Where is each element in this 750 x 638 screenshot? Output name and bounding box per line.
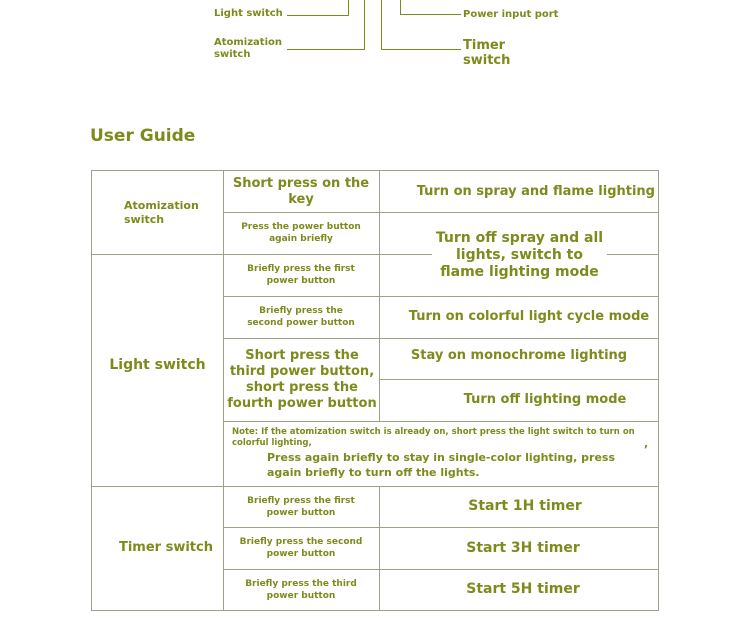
table-divider <box>223 254 379 255</box>
timer-result-1: Start 1H timer <box>468 498 582 514</box>
light-action-1: Briefly press the first power button <box>247 264 355 286</box>
light-switch-label: Light switch <box>109 356 206 373</box>
user-guide-table: Atomization switch Short press on the ke… <box>91 170 659 611</box>
atomization-switch-callout: Atomization switch <box>214 37 283 60</box>
note-line-1: Note: If the atomization switch is alrea… <box>232 427 635 448</box>
timer-result-3: Start 5H timer <box>466 581 580 597</box>
atom-action-2: Press the power button again briefly <box>241 222 361 244</box>
note-comma: , <box>644 437 649 450</box>
page-title: User Guide <box>90 126 196 146</box>
atom-action-1: Short press on the key <box>232 175 370 207</box>
note-line-2: Press again briefly to stay in single-co… <box>267 451 615 479</box>
timer-switch-callout: Timer switch <box>463 38 511 68</box>
callout-line <box>400 14 461 15</box>
callout-line <box>381 49 461 50</box>
table-divider <box>92 486 659 487</box>
table-divider <box>223 296 659 297</box>
atom-result-1: Turn on spray and flame lighting <box>416 183 655 199</box>
power-input-port-callout: Power input port <box>463 9 559 20</box>
timer-action-3: Briefly press the third power button <box>245 578 357 601</box>
callout-line <box>381 0 382 50</box>
table-divider <box>223 338 659 339</box>
table-divider <box>223 527 659 528</box>
light-result-1: Turn off spray and all lights, switch to… <box>432 225 607 285</box>
timer-result-2: Start 3H timer <box>466 539 580 556</box>
light-result-4: Turn off lighting mode <box>463 392 627 407</box>
timer-action-2: Briefly press the second power button <box>239 537 363 559</box>
light-action-3: Short press the third power button, shor… <box>226 345 378 415</box>
table-divider <box>379 379 659 380</box>
table-divider <box>223 421 659 422</box>
callout-line <box>287 49 365 50</box>
callout-line <box>348 0 349 16</box>
timer-switch-label: Timer switch <box>118 540 213 555</box>
table-divider <box>223 212 659 213</box>
callout-line <box>364 0 365 50</box>
light-switch-callout: Light switch <box>214 8 283 19</box>
atomization-switch-label: Atomization switch <box>124 198 199 226</box>
table-divider <box>223 569 659 570</box>
table-divider <box>223 171 224 610</box>
light-result-3: Stay on monochrome lighting <box>410 348 628 363</box>
table-divider <box>379 486 380 610</box>
light-action-2: Briefly press the second power button <box>247 306 355 328</box>
light-result-2: Turn on colorful light cycle mode <box>408 309 650 324</box>
callout-line <box>400 0 401 15</box>
timer-action-1: Briefly press the first power button <box>247 495 355 518</box>
callout-line <box>287 15 349 16</box>
